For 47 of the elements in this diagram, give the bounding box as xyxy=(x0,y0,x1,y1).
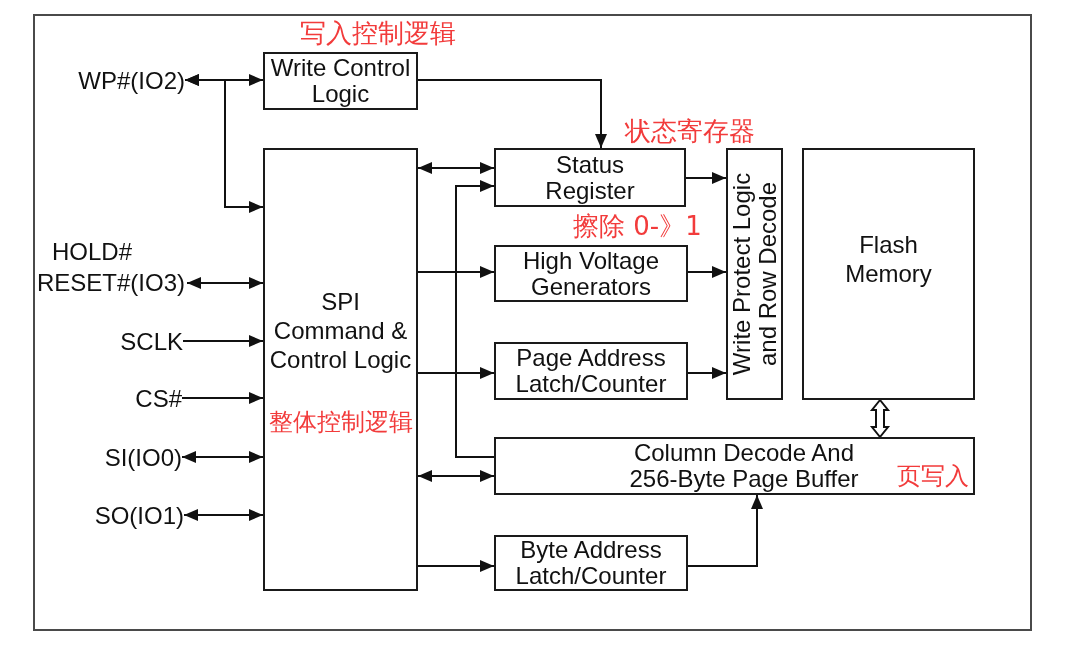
annotation-text: 写入控制逻辑 xyxy=(300,19,456,49)
function-block xyxy=(263,148,418,591)
pin-label: SI(IO0) xyxy=(104,443,182,472)
block-label: Status Register xyxy=(544,151,636,204)
arrow xyxy=(417,266,495,278)
block-label: High Voltage Generators xyxy=(521,247,661,300)
arrow xyxy=(687,367,727,379)
annotation-text: 擦除 0-》1 xyxy=(573,212,702,242)
arrow xyxy=(455,180,495,458)
arrow xyxy=(417,79,607,149)
arrow xyxy=(417,162,495,174)
pin-label: WP#(IO2) xyxy=(78,66,185,95)
function-block xyxy=(494,535,688,591)
block-label: Byte Address Latch/Counter xyxy=(514,537,668,589)
arrow xyxy=(417,470,495,482)
annotation-text: 整体控制逻辑 xyxy=(268,409,413,437)
arrow xyxy=(184,74,264,213)
pin-label: SCLK xyxy=(120,327,183,356)
function-block xyxy=(494,148,686,207)
pin-label: HOLD# RESET#(IO3) xyxy=(37,236,187,298)
block-label: Write Protect Logic and Row Decode xyxy=(728,171,781,378)
function-block xyxy=(494,437,975,495)
arrow xyxy=(417,560,495,572)
pin-label: SO(IO1) xyxy=(94,501,184,530)
block-label: SPI Command & Control Logic xyxy=(268,287,413,374)
arrow xyxy=(687,494,763,567)
arrow xyxy=(417,367,495,379)
function-block xyxy=(802,148,975,400)
arrow xyxy=(186,277,264,289)
annotation-text: 状态寄存器 xyxy=(625,117,755,147)
function-block xyxy=(726,148,783,400)
annotation-text: 页写入 xyxy=(897,463,969,491)
arrow xyxy=(181,451,264,463)
block-label: Column Decode And 256-Byte Page Buffer xyxy=(628,440,860,492)
pin-label: CS# xyxy=(135,384,182,413)
arrow xyxy=(685,172,727,184)
bus-arrow xyxy=(869,398,891,439)
block-label: Write Control Logic xyxy=(269,55,412,107)
arrow xyxy=(182,335,264,347)
block-label: Flash Memory xyxy=(844,230,933,288)
arrow xyxy=(183,509,264,521)
block-label: Page Address Latch/Counter xyxy=(514,345,668,397)
arrow xyxy=(687,266,727,278)
function-block xyxy=(263,52,418,110)
arrow xyxy=(181,392,264,404)
function-block xyxy=(494,245,688,302)
function-block xyxy=(494,342,688,400)
